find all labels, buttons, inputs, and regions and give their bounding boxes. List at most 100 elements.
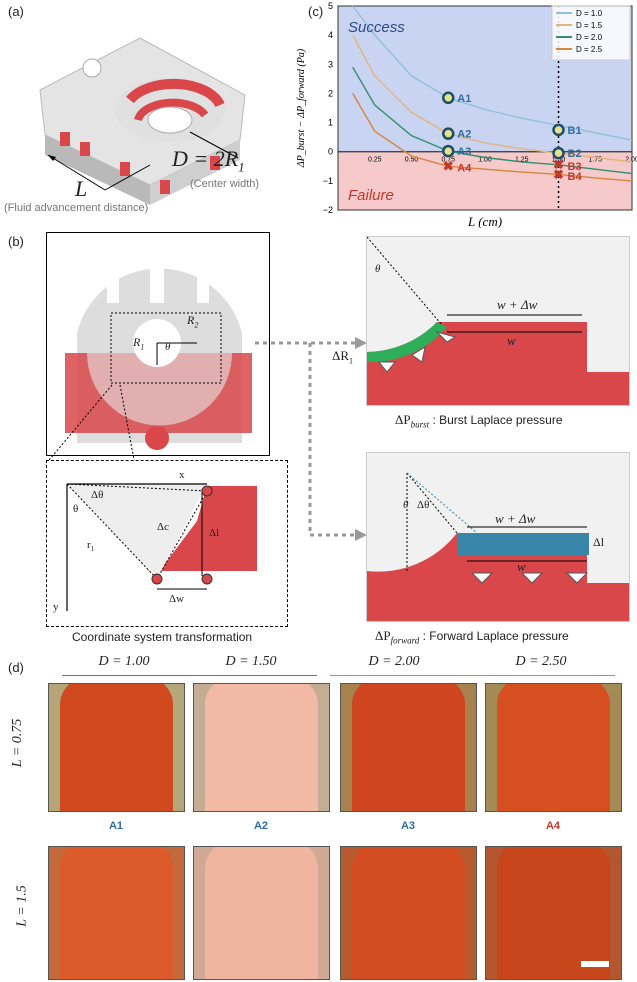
column-label-2: D = 1.50	[225, 654, 277, 669]
series-line-4	[352, 93, 633, 182]
series-line-2	[352, 34, 633, 163]
y-tick-label: 4	[328, 30, 333, 40]
column-underline-2	[330, 675, 615, 676]
burst-caption: ΔPburst : Burst Laplace pressure	[395, 412, 563, 429]
scale-bar	[581, 961, 609, 967]
forward-caption: ΔPforward : Forward Laplace pressure	[375, 628, 569, 645]
photo-B4	[485, 846, 622, 980]
x-tick-label: 1.25	[515, 157, 529, 164]
forward-caption-text: : Forward Laplace pressure	[419, 629, 569, 643]
x-tick-label: 0.25	[368, 157, 382, 164]
series-line-1	[352, 5, 633, 141]
burst-w: w	[507, 333, 516, 348]
y-tick-label: −2	[323, 205, 333, 215]
panel-c-label: (c)	[308, 4, 324, 19]
dashed-arrows	[255, 337, 367, 541]
point-marker-A3	[442, 144, 455, 158]
y-tick-label: 1	[328, 118, 333, 128]
burst-caption-symbol: ΔP	[395, 412, 411, 427]
photo-A1	[48, 683, 185, 812]
row-label-2: L = 1.5	[14, 885, 30, 927]
R2-label: R2	[187, 313, 199, 330]
coord-theta-label: θ	[73, 503, 79, 515]
point-label-B3: B3	[568, 161, 582, 173]
legend-label-4: D = 2.5	[576, 45, 603, 54]
D-subscript: 1	[238, 159, 245, 175]
y-tick-label: 2	[328, 88, 333, 98]
theta-label: θ	[165, 341, 171, 353]
point-marker-B1	[552, 123, 565, 137]
x-axis-label: L (cm)	[467, 214, 502, 228]
x-tick-label: 1.75	[588, 157, 602, 164]
point-label-A3: A3	[457, 146, 471, 158]
point-marker-A1	[442, 91, 455, 105]
point-marker-B2	[552, 146, 565, 160]
y-tick-label: 5	[328, 1, 333, 11]
panel-a-label: (a)	[8, 4, 24, 19]
point-label-B4: B4	[568, 171, 583, 183]
R1-label: R1	[133, 335, 145, 352]
coord-dc-label: Δc	[157, 521, 169, 533]
point-marker-A4: ✖	[443, 158, 454, 173]
device-topview-box: R1 R2 θ	[46, 232, 270, 456]
photo-A4	[485, 683, 622, 812]
x-tick-label: 0.75	[441, 157, 455, 164]
caption-A3: A3	[400, 820, 416, 832]
forward-theta: θ	[403, 499, 409, 511]
column-label-1: D = 1.00	[98, 654, 150, 669]
photo-A3	[340, 683, 477, 812]
x-tick-label: 1.50	[552, 157, 566, 164]
zoom-connector	[44, 384, 136, 466]
coordinate-inset: x y Δθ θ r1 Δc Δl Δw	[46, 460, 288, 627]
legend-label-1: D = 1.0	[576, 9, 603, 18]
device-topview-drawing	[65, 253, 252, 450]
plot-frame	[337, 5, 633, 211]
forward-w-dw: w + Δw	[495, 511, 536, 526]
forward-w: w	[517, 559, 526, 574]
y-tick-label: 3	[328, 59, 333, 69]
coord-r1-label: r1	[87, 539, 95, 554]
column-underline-1	[62, 675, 317, 676]
caption-A4: A4	[545, 820, 561, 832]
legend-label-2: D = 1.5	[576, 21, 603, 30]
burst-dR1: ΔR1	[332, 348, 354, 366]
series-line-3	[352, 66, 633, 175]
burst-drawing	[367, 237, 629, 405]
burst-w-dw: w + Δw	[497, 297, 538, 312]
forward-caption-sub: forward	[390, 635, 420, 646]
burst-caption-sub: burst	[410, 419, 430, 430]
forward-drawing	[367, 472, 629, 621]
fluid-distance-note: (Fluid advancement distance)	[4, 202, 149, 214]
center-width-note: (Center width)	[190, 178, 260, 190]
legend-box	[551, 5, 631, 61]
D-dimension-label: D = 2R1	[172, 146, 245, 175]
failure-label: Failure	[348, 187, 394, 204]
coordinate-diagram	[66, 483, 257, 611]
photo-B2	[193, 846, 330, 980]
x-tick-label: 1.00	[478, 157, 492, 164]
burst-caption-text: : Burst Laplace pressure	[429, 413, 563, 427]
failure-region	[338, 151, 632, 210]
column-label-3: D = 2.00	[368, 654, 420, 669]
legend-label-3: D = 2.0	[576, 33, 603, 42]
forward-caption-symbol: ΔP	[375, 628, 391, 643]
photo-B1	[48, 846, 185, 980]
x-tick-label: 0.50	[405, 157, 419, 164]
point-label-A4: A4	[457, 162, 472, 174]
point-marker-B4: ✖	[553, 167, 564, 182]
panel-d-label: (d)	[8, 660, 24, 675]
y-tick-label: 0	[328, 147, 333, 157]
burst-inset: θ R1 w + Δw w	[366, 236, 630, 406]
photo-B3	[340, 846, 477, 980]
y-axis-label: ΔP_burst − ΔP_forward (Pa)	[296, 48, 307, 168]
row-label-1: L = 0.75	[10, 718, 26, 768]
device-3d-illustration	[39, 37, 246, 205]
column-label-4: D = 2.50	[515, 654, 567, 669]
L-dimension-label: L	[75, 176, 88, 201]
point-label-B2: B2	[568, 148, 582, 160]
point-label-A1: A1	[457, 93, 471, 105]
coord-x-label: x	[179, 469, 185, 481]
coord-dl-label: Δl	[209, 527, 220, 539]
coord-dtheta-label: Δθ	[91, 489, 104, 501]
